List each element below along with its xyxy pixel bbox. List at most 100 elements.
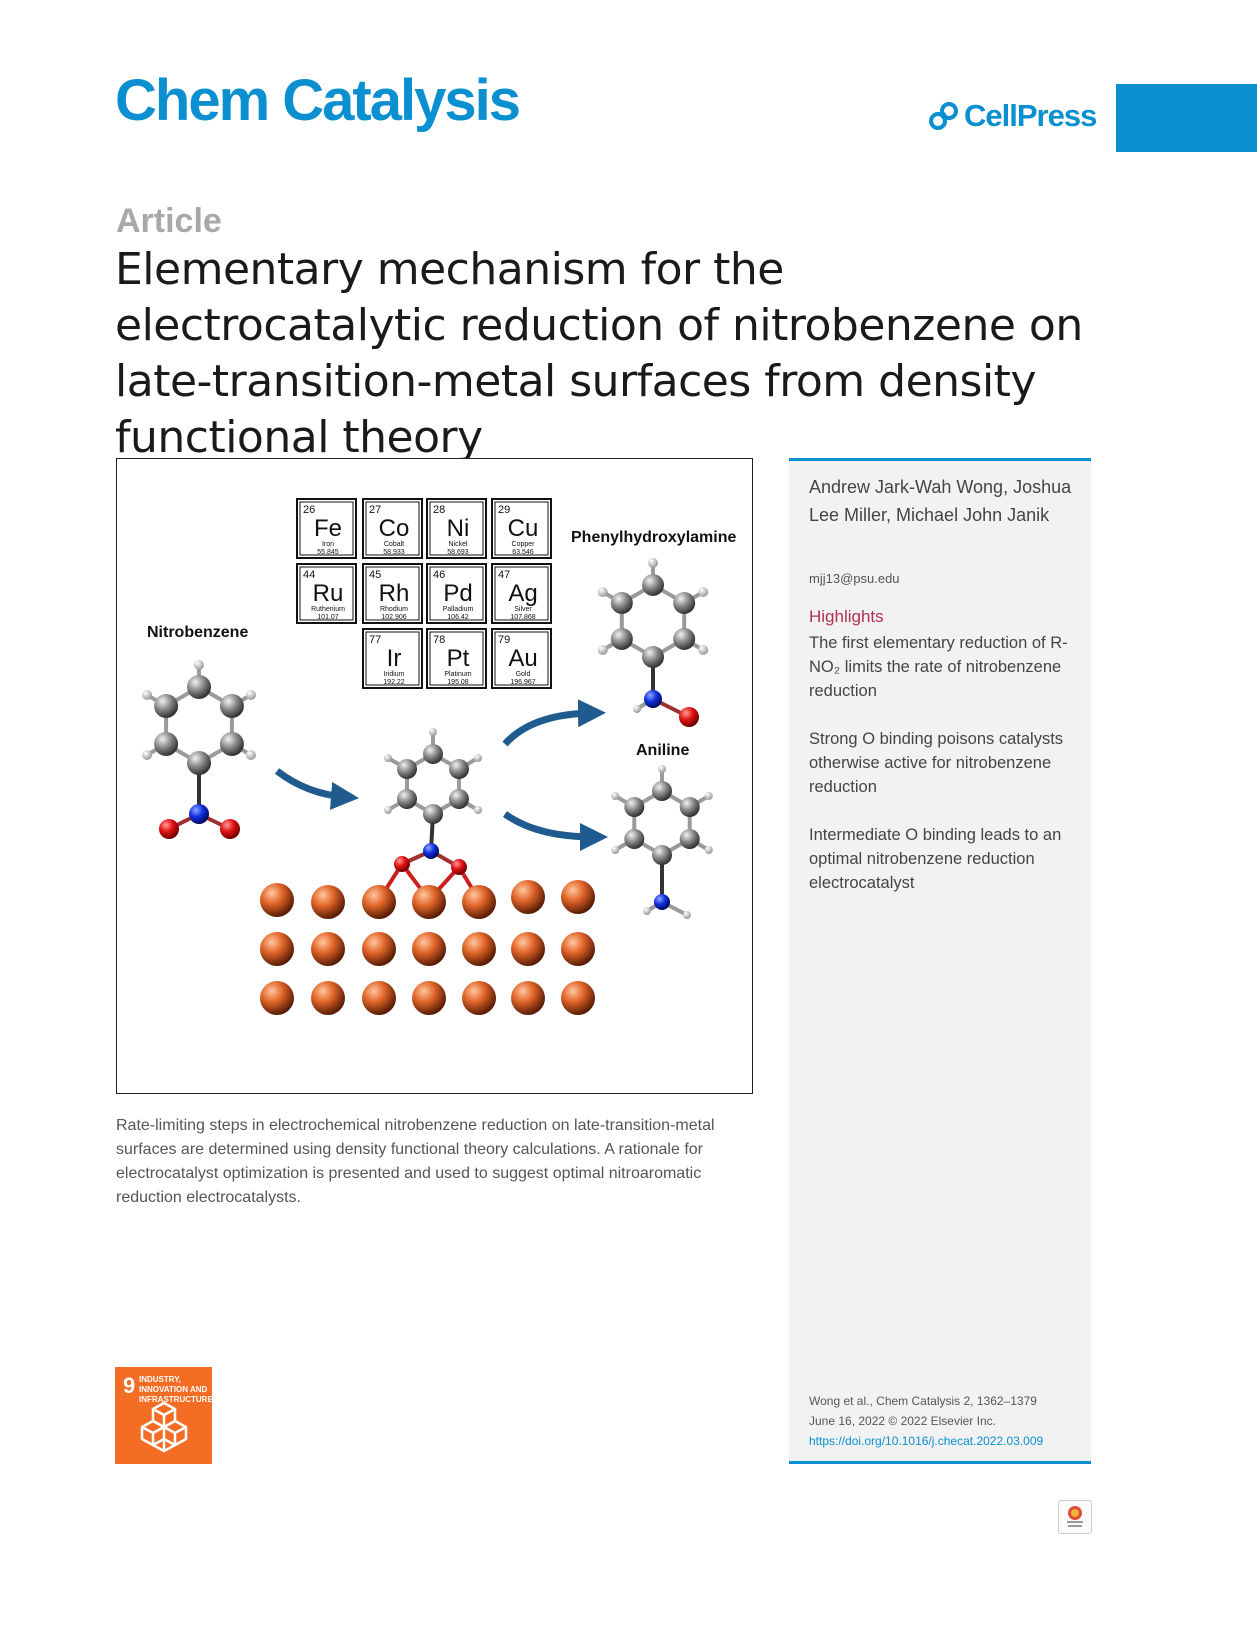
label-aniline: Aniline — [636, 742, 689, 759]
metal-atom — [561, 880, 595, 914]
svg-text:Cobalt: Cobalt — [384, 541, 404, 548]
metal-atom — [511, 880, 545, 914]
carbon-atom — [448, 789, 469, 809]
svg-text:Iron: Iron — [322, 541, 334, 548]
doi-link[interactable]: https://doi.org/10.1016/j.checat.2022.03… — [809, 1434, 1044, 1448]
svg-text:Rhodium: Rhodium — [380, 606, 408, 613]
svg-text:196.967: 196.967 — [510, 679, 535, 686]
svg-text:192.22: 192.22 — [383, 679, 405, 686]
publisher-name: CellPress — [964, 98, 1097, 133]
hydrogen-atom — [643, 907, 651, 915]
reaction-arrow-3 — [502, 811, 608, 851]
svg-text:79: 79 — [498, 634, 510, 646]
metal-atom — [412, 885, 446, 919]
carbon-atom — [624, 829, 645, 849]
hydrogen-atom — [597, 645, 608, 655]
svg-text:26: 26 — [303, 504, 315, 516]
nitrogen-atom — [654, 894, 670, 910]
graphical-abstract-figure: 26FeIron55.84527CoCobalt58.93328NiNickel… — [142, 498, 736, 1015]
adsorbed-intermediate — [377, 728, 483, 902]
hydrogen-atom — [698, 587, 709, 597]
carbon-atom — [423, 804, 443, 824]
phenylhydroxylamine-molecule — [597, 558, 709, 727]
citation-block: Wong et al., Chem Catalysis 2, 1362–1379… — [809, 1391, 1089, 1451]
metal-surface-atoms — [260, 880, 595, 1015]
periodic-table-tiles: 26FeIron55.84527CoCobalt58.93328NiNickel… — [296, 498, 552, 689]
publisher-logo[interactable]: CellPress — [928, 98, 1097, 134]
carbon-atom — [448, 759, 469, 779]
svg-text:Pt: Pt — [447, 645, 470, 672]
carbon-atom — [423, 744, 443, 764]
corresponding-email[interactable]: mjj13@psu.edu — [809, 571, 900, 586]
carbon-atom — [642, 574, 664, 596]
metal-atom — [362, 932, 396, 966]
svg-text:77: 77 — [369, 634, 381, 646]
carbon-atom — [679, 829, 700, 849]
hydrogen-atom — [633, 705, 641, 713]
reaction-arrow-2 — [502, 699, 606, 747]
highlight-item: Strong O binding poisons catalysts other… — [809, 730, 1064, 796]
carbon-atom — [610, 592, 633, 614]
carbon-atom — [673, 592, 696, 614]
carbon-atom — [652, 781, 672, 801]
cubes-icon — [140, 1401, 188, 1453]
svg-text:46: 46 — [433, 569, 445, 581]
metal-atom — [362, 981, 396, 1015]
journal-title: Chem Catalysis — [115, 68, 521, 133]
citation-reference: Wong et al., Chem Catalysis 2, 1362–1379 — [809, 1394, 1037, 1408]
svg-text:Copper: Copper — [512, 541, 536, 548]
metal-atom — [511, 932, 545, 966]
metal-atom — [561, 981, 595, 1015]
hydrogen-atom — [383, 754, 392, 762]
metal-atom — [311, 932, 345, 966]
hydrogen-atom — [429, 728, 437, 736]
metal-atom — [362, 885, 396, 919]
hydrogen-atom — [194, 660, 204, 670]
oxygen-atom — [451, 859, 467, 875]
svg-text:29: 29 — [498, 504, 510, 516]
svg-text:44: 44 — [303, 569, 315, 581]
hydrogen-atom — [383, 806, 392, 814]
carbon-atom — [610, 628, 633, 650]
hydrogen-atom — [611, 792, 620, 800]
svg-text:Ru: Ru — [313, 580, 344, 607]
carbon-atom — [154, 694, 179, 718]
svg-text:106.42: 106.42 — [447, 614, 469, 621]
metal-atom — [412, 981, 446, 1015]
svg-text:Rh: Rh — [379, 580, 410, 607]
carbon-atom — [219, 694, 244, 718]
check-for-updates-button[interactable] — [1058, 1500, 1092, 1534]
hydrogen-atom — [704, 792, 713, 800]
metal-atom — [561, 932, 595, 966]
svg-text:Gold: Gold — [516, 671, 531, 678]
svg-text:102.906: 102.906 — [381, 614, 406, 621]
article-type-label: Article — [116, 202, 222, 240]
author-list: Andrew Jark-Wah Wong, Joshua Lee Miller,… — [809, 477, 1072, 525]
hydrogen-atom — [245, 750, 256, 760]
svg-text:Ir: Ir — [387, 645, 402, 672]
hydrogen-atom — [658, 765, 666, 773]
svg-text:58.933: 58.933 — [383, 549, 405, 556]
nitrogen-atom — [189, 804, 209, 824]
metal-atom — [260, 981, 294, 1015]
nitrogen-atom — [644, 690, 662, 708]
oxygen-atom — [220, 819, 240, 839]
svg-text:Ni: Ni — [447, 515, 470, 542]
label-phenylhydroxylamine: Phenylhydroxylamine — [571, 529, 736, 546]
hydrogen-atom — [474, 806, 483, 814]
svg-text:Silver: Silver — [514, 606, 532, 613]
carbon-atom — [679, 797, 700, 817]
hydrogen-atom — [683, 911, 691, 919]
svg-text:27: 27 — [369, 504, 381, 516]
hydrogen-atom — [474, 754, 483, 762]
metal-atom — [311, 885, 345, 919]
